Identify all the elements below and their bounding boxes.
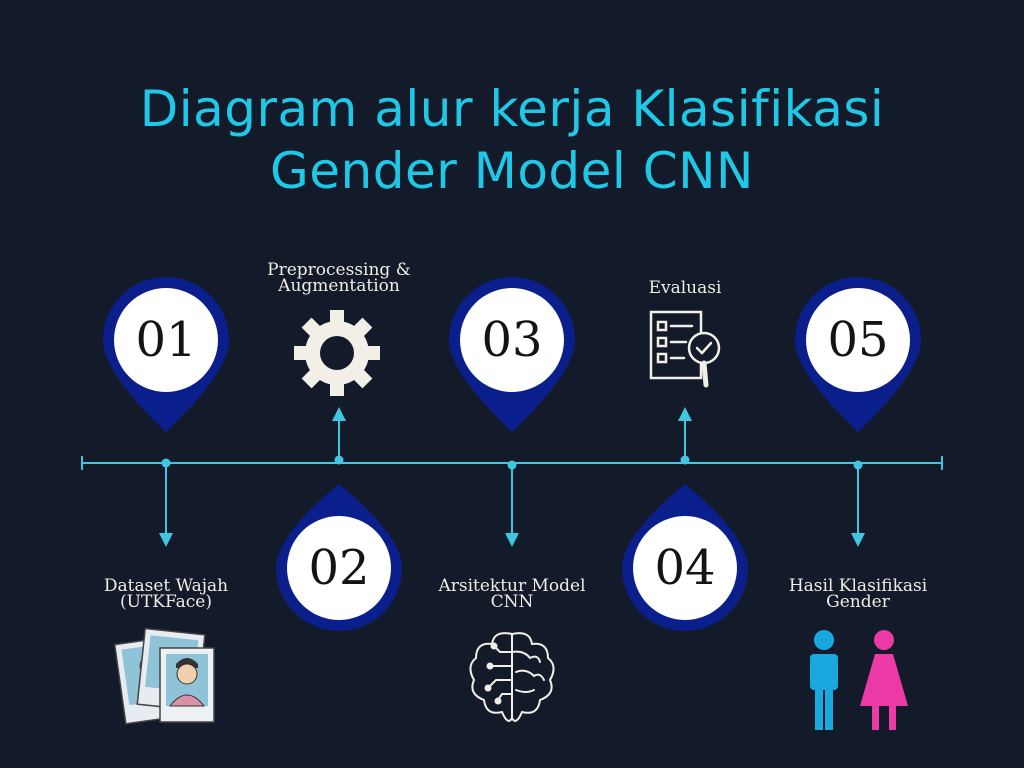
step-label-03: Arsitektur Model CNN — [417, 576, 607, 612]
timeline-node-1 — [159, 458, 173, 547]
step-label-04-line-1: Evaluasi — [648, 278, 722, 298]
step-pin-04 — [622, 484, 748, 631]
timeline-node-3 — [505, 460, 519, 547]
step-pin-01 — [103, 277, 229, 432]
step-number-04: 04 — [654, 540, 716, 596]
male-female-icon — [810, 630, 908, 730]
step-label-01: Dataset Wajah (UTKFace) — [71, 576, 261, 612]
timeline-node-5 — [851, 460, 865, 547]
step-label-01-line-2: (UTKFace) — [120, 592, 212, 612]
step-label-05-line-2: Gender — [826, 592, 890, 612]
step-pin-02 — [276, 484, 402, 631]
step-label-02: Preprocessing & Augmentation — [244, 260, 434, 296]
title-line-1: Diagram alur kerja Klasifikasi — [139, 80, 885, 138]
checklist-magnifier-icon — [649, 310, 721, 388]
step-label-02-line-1: Preprocessing & — [267, 260, 411, 280]
step-pin-03 — [449, 277, 575, 432]
male-figure-icon — [810, 630, 838, 730]
step-number-02: 02 — [308, 540, 370, 596]
step-number-03: 03 — [481, 312, 543, 368]
brain-circuit-icon — [469, 632, 555, 722]
step-label-03-line-2: CNN — [490, 592, 534, 612]
page-title: Diagram alur kerja Klasifikasi Gender Mo… — [0, 78, 1024, 202]
step-label-05: Hasil Klasifikasi Gender — [763, 576, 953, 612]
step-number-01: 01 — [135, 312, 197, 368]
step-number-05: 05 — [827, 312, 889, 368]
gear-icon — [294, 310, 380, 396]
step-label-01-line-1: Dataset Wajah — [103, 576, 229, 596]
female-figure-icon — [860, 630, 908, 730]
step-label-03-line-1: Arsitektur Model — [438, 576, 586, 596]
step-label-05-line-1: Hasil Klasifikasi — [788, 576, 928, 596]
step-label-02-line-2: Augmentation — [278, 276, 400, 296]
step-pin-05 — [795, 277, 921, 432]
timeline-node-4 — [678, 407, 692, 465]
timeline-node-2 — [332, 407, 346, 465]
step-label-04: Evaluasi — [590, 278, 780, 298]
title-line-2: Gender Model CNN — [270, 142, 754, 200]
face-photos-icon — [113, 627, 215, 725]
